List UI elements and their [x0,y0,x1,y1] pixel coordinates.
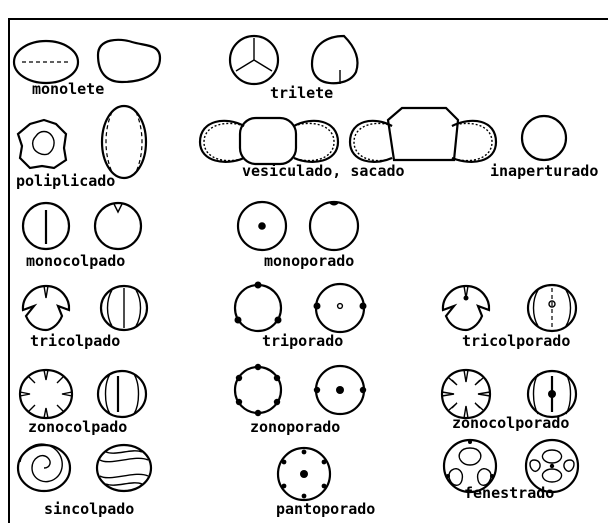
poliplicado-label: poliplicado [16,172,115,190]
tricolporado-label: tricolporado [462,332,570,350]
triporado-figure [235,282,367,333]
vesiculado-sacado-label: vesiculado, sacado [242,162,405,180]
monocolpado-label: monocolpado [26,252,125,270]
trilete-figure [230,36,358,84]
pantoporado-figure [278,448,330,500]
monoporado-label: monoporado [264,252,354,270]
zonocolporado-label: zonocolporado [452,414,569,432]
sincolpado-label: sincolpado [44,500,134,518]
inaperturado-label: inaperturado [490,162,598,180]
tricolporado-figure [443,285,576,331]
inaperturado-figure [522,116,566,160]
zonocolpado-figure [20,370,146,418]
tricolpado-figure [23,286,147,330]
sincolpado-figure [18,444,151,491]
triporado-label: triporado [262,332,343,350]
pantoporado-label: pantoporado [276,500,375,518]
tricolpado-label: tricolpado [30,332,120,350]
poliplicado-figure [18,106,146,178]
trilete-label: trilete [270,84,333,102]
monolete-label: monolete [32,80,104,98]
monolete-figure [14,40,160,83]
zonoporado-label: zonoporado [250,418,340,436]
vesiculado-sacado-figure [200,108,496,164]
monoporado-figure [238,202,358,250]
zonoporado-figure [235,364,366,416]
fenestrado-label: fenestrado [464,484,554,502]
zonocolporado-figure [442,370,576,418]
monocolpado-figure [23,203,141,249]
zonocolpado-label: zonocolpado [28,418,127,436]
